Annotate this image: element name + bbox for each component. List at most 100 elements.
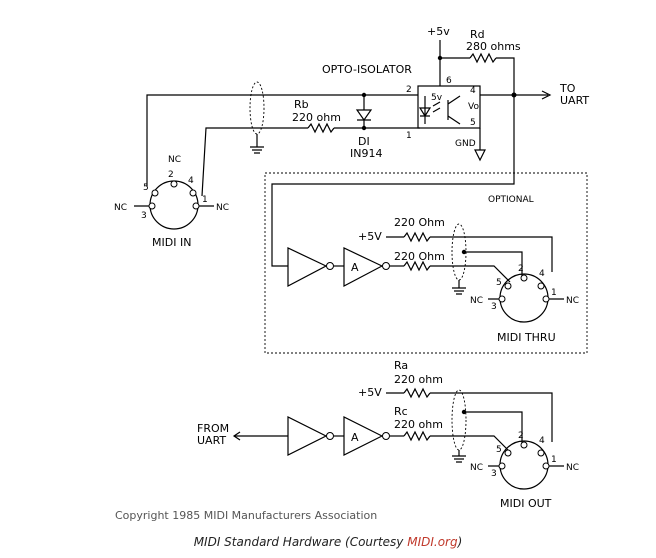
wire-in-pin5	[146, 94, 418, 186]
thru-r1-value: 220 Ohm	[394, 216, 445, 229]
wire-res-pin4	[430, 236, 553, 272]
opto-light-arrows	[432, 101, 441, 113]
din-pin	[520, 274, 528, 282]
rd-name: Rd	[470, 28, 485, 41]
din-connector-body	[149, 180, 199, 230]
opto-pin2: 2	[406, 85, 412, 95]
pin-label: 1	[551, 455, 557, 465]
inverter-2	[343, 247, 384, 287]
optional-label: OPTIONAL	[488, 195, 534, 205]
pin-label: 5	[496, 445, 502, 455]
din-pin	[504, 282, 512, 290]
din-pin	[189, 189, 197, 197]
from-uart-label: FROM	[197, 422, 229, 435]
pin-label: 3	[141, 211, 147, 221]
inverter-2	[343, 416, 384, 456]
gnd-label: GND	[455, 139, 476, 149]
wire-rd-out	[496, 57, 515, 95]
rb-name: Rb	[294, 98, 309, 111]
midi-org-link[interactable]: MIDI.org	[407, 535, 458, 549]
pin-label: 1	[202, 195, 208, 205]
opto-led	[418, 96, 432, 124]
pin-label: 4	[539, 436, 545, 446]
din-pin	[542, 295, 550, 303]
opto-pin1: 1	[406, 131, 412, 141]
midi-in-section: Rb 220 ohm DI IN914 5 2 4 3 1 NC NC NC M…	[114, 81, 420, 249]
opto-title: OPTO-ISOLATOR	[322, 63, 412, 76]
resistor-thru-2	[403, 260, 431, 272]
pin-label: 3	[491, 469, 497, 479]
opto-body	[417, 85, 481, 129]
ground-symbol	[452, 287, 466, 295]
buffer-a-label: A	[351, 261, 359, 274]
rd-value: 280 ohms	[466, 40, 521, 53]
caption-text: MIDI Standard Hardware (Courtesy	[193, 535, 408, 549]
din-pin	[192, 202, 200, 210]
inverter-bubble	[326, 432, 334, 440]
junction-dot	[461, 249, 467, 255]
din-pin	[537, 449, 545, 457]
inverter-bubble	[382, 432, 390, 440]
wire-in-pin4	[201, 127, 308, 197]
resistor-thru-1	[403, 231, 431, 243]
midi-out-section: FROM UART A Rc 220 ohm +5V Ra 220 ohm	[197, 359, 579, 510]
opto-pin6: 6	[446, 76, 452, 86]
rc-name: Rc	[394, 405, 408, 418]
opto-pin5: 5	[470, 118, 476, 128]
junction-dot	[361, 92, 367, 98]
din-pin	[537, 282, 545, 290]
nc-label: NC	[566, 463, 579, 473]
connector-title: MIDI THRU	[497, 331, 556, 344]
wire-res-pin5	[430, 265, 511, 283]
opto-transistor	[447, 95, 461, 125]
diode-di	[355, 109, 373, 122]
nc-label: NC	[470, 463, 483, 473]
pin-label: 2	[518, 431, 524, 441]
connector-title: MIDI IN	[152, 236, 191, 249]
inverter-1	[287, 416, 328, 456]
rc-value: 220 ohm	[394, 418, 443, 431]
ground-arrow	[474, 149, 486, 162]
pin-label: 5	[143, 183, 149, 193]
optional-box	[264, 172, 588, 354]
pin-label: 4	[539, 269, 545, 279]
wire-ra-pin4	[430, 392, 553, 442]
nc-label: NC	[566, 296, 579, 306]
pin-label: 3	[491, 302, 497, 312]
pin-label: 1	[551, 288, 557, 298]
nc-label: NC	[168, 155, 181, 165]
buffer-a-label: A	[351, 431, 359, 444]
cable-shield	[451, 389, 467, 451]
thru-r2-value: 220 Ohm	[394, 250, 445, 263]
ground-symbol	[250, 146, 264, 154]
wire-rc-pin5	[430, 435, 509, 451]
inverter-bubble	[382, 262, 390, 270]
opto-5v: 5v	[431, 93, 443, 103]
opto-pin4: 4	[470, 86, 476, 96]
cable-shield	[249, 81, 265, 135]
arrow-from-uart	[232, 431, 241, 441]
junction-dot	[461, 409, 467, 415]
resistor-rc	[403, 430, 431, 442]
ra-name: Ra	[394, 359, 408, 372]
diode-name: DI	[358, 135, 370, 148]
wire-shield-pin2	[464, 251, 523, 276]
rb-value: 220 ohm	[292, 111, 341, 124]
pin-label: 4	[188, 176, 194, 186]
optional-thru-section: OPTIONAL A 220 Ohm +5V 220 Ohm 5 2	[264, 172, 588, 354]
resistor-ra	[403, 387, 431, 399]
inverter-1	[287, 247, 328, 287]
din-pin	[504, 449, 512, 457]
opto-isolator: OPTO-ISOLATOR 2 1 6 4 5 5v Vo +5v Rd 280…	[271, 25, 589, 267]
junction-dot	[361, 125, 367, 131]
diode-part: IN914	[350, 147, 382, 160]
opto-vo: Vo	[468, 102, 479, 112]
ra-value: 220 ohm	[394, 373, 443, 386]
to-uart-label: TO	[559, 82, 576, 95]
din-pin	[498, 462, 506, 470]
din-pin	[498, 295, 506, 303]
wire-optional-feed	[271, 95, 515, 267]
inverter-bubble	[326, 262, 334, 270]
out-plus5v: +5V	[358, 386, 382, 399]
